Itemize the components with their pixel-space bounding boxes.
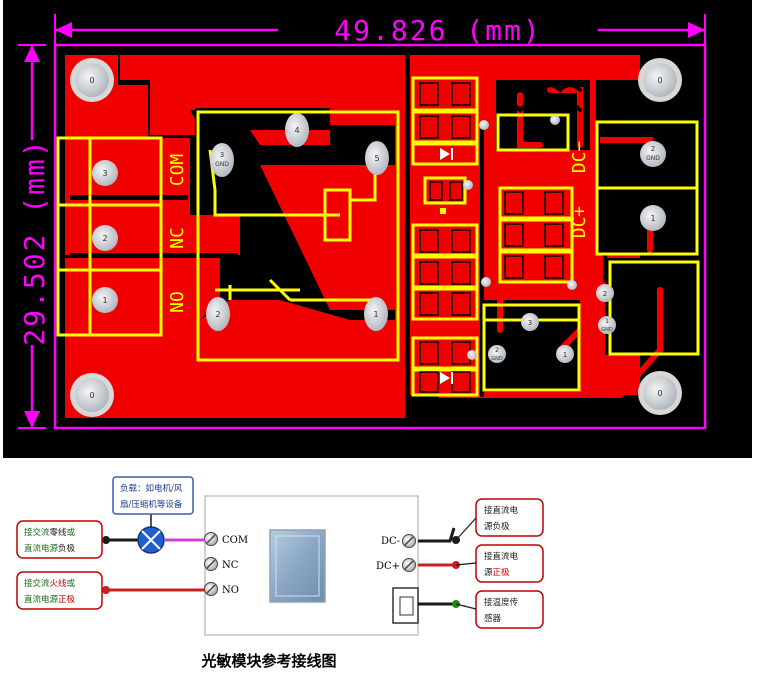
- right-note1-line1: 接直流电: [484, 505, 519, 516]
- mount-hole-tl-label: 0: [89, 76, 94, 85]
- pcb-layout: 49.826 (mm) 29.502 (mm): [3, 0, 752, 458]
- neutral-callout: 接交流零线或 直流电源负极: [16, 520, 103, 559]
- live-post: 或: [67, 578, 76, 589]
- neutral-post: 或: [67, 527, 76, 538]
- load-callout: 负载：如电机/风 扇/压缩机等设备: [112, 476, 194, 515]
- sensor-pad-3-label: 3: [528, 319, 532, 327]
- board-outline: [53, 43, 707, 430]
- screw-terminals-left: [204, 532, 218, 596]
- right-note1-line2: 源负极: [484, 521, 510, 532]
- right-note3-line2: 感器: [484, 613, 502, 624]
- terminal-dcp-label: DC+: [376, 561, 400, 572]
- svg-text:直流电源负极: 直流电源负极: [24, 543, 76, 554]
- right-note2-line2: 源: [484, 568, 493, 578]
- svg-text:接交流火线或: 接交流火线或: [24, 578, 76, 589]
- dc-pad-1-label: 1: [650, 214, 655, 223]
- relay-pad-3-gnd: GND: [215, 161, 229, 168]
- label-com: COM: [167, 154, 188, 187]
- width-dimension-label: 49.826 (mm): [334, 14, 541, 47]
- terminal-dcm-label: DC-: [381, 536, 400, 547]
- mount-hole-bl-label: 0: [89, 391, 94, 400]
- mount-hole-tr-label: 0: [657, 76, 662, 85]
- relay-pads: 3 GND 4 5 2 1: [206, 113, 389, 331]
- live-hl: 火线: [50, 578, 68, 589]
- neutral-hl: 零线: [50, 527, 68, 538]
- dc-neg-callout: 接直流电 源负极: [475, 498, 544, 537]
- terminal-nc-label: NC: [222, 560, 239, 571]
- right-note3-line1: 接温度传: [484, 597, 519, 608]
- wire-dcm: [418, 527, 456, 543]
- relay-pad-2-label: 2: [215, 310, 220, 319]
- sensor-pad-2-label: 2: [495, 347, 499, 354]
- terminal-no-label: NO: [222, 585, 239, 596]
- sensor-pad-1-label: 1: [563, 351, 567, 359]
- relay-pad-3-label: 3: [220, 151, 224, 159]
- dc-pad-2-label: 2: [651, 145, 655, 153]
- svg-text:直流电源正极: 直流电源正极: [24, 594, 76, 605]
- relay-pad-5-label: 5: [374, 154, 379, 163]
- label-nc: NC: [167, 227, 188, 249]
- wiring-diagram: COM NC NO DC- DC+: [16, 476, 544, 670]
- terminal-pad-3-label: 3: [102, 169, 107, 178]
- load-note-line1: 负载：如电机/风: [120, 483, 183, 494]
- terminal-pad-2-label: 2: [102, 234, 107, 243]
- height-dimension: 29.502 (mm): [18, 44, 51, 429]
- svg-text:接交流零线或: 接交流零线或: [24, 527, 76, 538]
- right-note2-hl: 正极: [493, 567, 511, 578]
- led-pad-1-label: 1: [605, 318, 609, 325]
- dc-pad-2-gnd: GND: [646, 155, 660, 162]
- right-note2-line1: 接直流电: [484, 551, 519, 562]
- screw-terminals-right: [402, 534, 416, 572]
- dcpos-pre: 直流电源: [24, 594, 59, 605]
- dcpos-hl: 正极: [58, 594, 76, 605]
- dcneg-hl: 负极: [58, 543, 76, 554]
- live-pre: 接交流: [24, 578, 50, 589]
- relay-pad-4-label: 4: [294, 126, 299, 135]
- label-dc-minus: DC−: [569, 141, 590, 174]
- smd-components: [411, 76, 574, 397]
- dc-labels: DC− DC+: [569, 141, 590, 239]
- live-callout: 接交流火线或 直流电源正极: [16, 571, 103, 610]
- sensor-socket: [392, 587, 419, 624]
- relay-terminal-labels: COM NC NO: [167, 154, 188, 313]
- terminal-pads: 3 2 1: [92, 160, 118, 313]
- sensor-pad-2-gnd: GND: [491, 356, 503, 362]
- label-no: NO: [167, 291, 188, 313]
- neutral-pre: 接交流: [24, 527, 50, 538]
- label-dc-plus: DC+: [569, 206, 590, 239]
- height-dimension-label: 29.502 (mm): [18, 138, 51, 345]
- sensor-callout: 接温度传 感器: [475, 590, 544, 629]
- load-lamp-icon: [137, 526, 165, 554]
- dc-pos-callout: 接直流电 源正极: [475, 544, 544, 583]
- dcneg-pre: 直流电源: [24, 543, 59, 554]
- width-dimension: 49.826 (mm): [54, 14, 706, 47]
- terminal-pad-1-label: 1: [102, 296, 107, 305]
- mounting-holes: 0 0 0 0: [70, 58, 682, 417]
- terminal-com-label: COM: [222, 535, 248, 546]
- diagram-caption: 光敏模块参考接线图: [200, 652, 336, 670]
- mount-hole-br-label: 0: [657, 389, 662, 398]
- led-pad-1-gnd: GND: [601, 327, 613, 333]
- black-traces: [428, 83, 607, 412]
- led-pad-2-label: 2: [603, 290, 607, 298]
- load-note-line2: 扇/压缩机等设备: [120, 499, 183, 510]
- dc-pads: 2 GND 1 2 1 GND 3 2 GND 1: [463, 115, 666, 363]
- svg-text:源正极: 源正极: [484, 567, 510, 578]
- relay-pad-1-label: 1: [373, 310, 378, 319]
- terminal-block-silk: [56, 136, 163, 337]
- wires: [106, 527, 456, 606]
- relay-block: [269, 529, 326, 603]
